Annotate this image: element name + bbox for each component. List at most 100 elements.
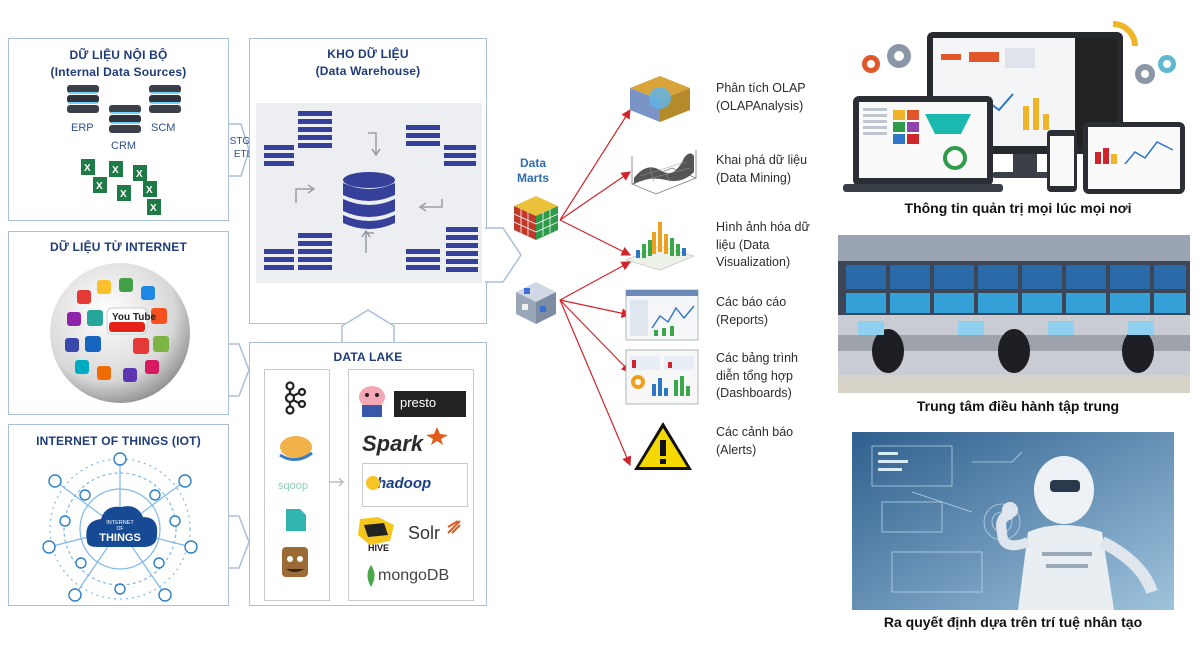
iot-title: INTERNET OF THINGS (IOT) [36, 434, 201, 448]
output-data-mining-line2: (Data Mining) [716, 170, 792, 185]
warehouse-data-blocks [264, 111, 478, 272]
output-dashboards-line3: (Dashboards) [716, 386, 792, 400]
control-center-photo [838, 235, 1190, 393]
kafka-icon [284, 381, 307, 415]
bars-top-left [264, 111, 332, 166]
internal-data-panel: DỮ LIỆU NỘI BỘ (Internal Data Sources) E… [8, 38, 229, 221]
output-dashboards-line2: diễn tổng hợp [716, 368, 794, 383]
svg-text:X: X [84, 163, 91, 174]
data-mart-cube-color-icon [513, 196, 559, 240]
data-mart-cube-gray-icon [516, 282, 556, 324]
crm-label: CRM [111, 140, 137, 152]
lake-flow-arrow [329, 477, 345, 487]
data-lake-panel: DATA LAKE sqoop presto Spark hadoop HIVE… [249, 342, 487, 606]
scm-database-icon [149, 85, 181, 113]
output-dashboards-line1: Các bảng trình [716, 351, 798, 365]
warehouse-lake-connector [341, 309, 395, 344]
data-marts-label: Data Marts [510, 156, 556, 186]
hive-label: HIVE [368, 543, 389, 553]
caption-ai-decision: Ra quyết định dựa trên trí tuệ nhân tạo [883, 614, 1143, 630]
hadoop-logo: hadoop [362, 463, 468, 507]
oozie-icon [282, 547, 308, 577]
output-reports-label: Các báo cáo (Reports) [716, 294, 786, 329]
internal-data-title: DỮ LIỆU NỘI BỘ [69, 48, 168, 62]
internal-data-subtitle: (Internal Data Sources) [50, 65, 187, 79]
output-olap-label: Phân tích OLAP (OLAPAnalysis) [716, 80, 806, 115]
svg-text:X: X [150, 203, 157, 214]
data-mining-surface-icon [630, 150, 698, 195]
data-visualization-3d-icon [625, 222, 695, 271]
presto-logo: presto [394, 391, 466, 417]
internet-data-panel: DỮ LIỆU TỪ INTERNET You Tube [8, 231, 229, 415]
caption-central-operations: Trung tâm điều hành tập trung [916, 398, 1120, 414]
hadoop-elephant-icon [366, 476, 380, 490]
reports-screen-icon [625, 289, 699, 341]
output-visualization-line3: Visualization) [716, 255, 791, 269]
data-warehouse-panel: KHO DỮ LIỆU (Data Warehouse) [249, 38, 487, 324]
spark-logo: Spark [362, 431, 424, 456]
erp-database-icon [67, 85, 99, 113]
svg-text:sqoop: sqoop [278, 480, 308, 492]
stg-label-line2: ETL [233, 149, 253, 160]
output-dashboards-label: Các bảng trình diễn tổng hợp (Dashboards… [716, 350, 798, 403]
erp-label: ERP [71, 122, 94, 134]
output-data-mining-line1: Khai phá dữ liệu [716, 153, 808, 167]
file-icon [286, 509, 306, 531]
scm-label: SCM [151, 122, 176, 134]
presto-label: presto [400, 395, 437, 410]
iot-panel: INTERNET OF THINGS (IOT) INTERNET OF THI… [8, 424, 229, 606]
output-visualization-label: Hình ảnh hóa dữ liệu (Data Visualization… [716, 219, 810, 272]
crm-database-icon [109, 105, 141, 133]
output-data-mining-label: Khai phá dữ liệu (Data Mining) [716, 152, 807, 187]
data-marts-label-line2: Marts [516, 171, 549, 185]
olap-cube-icon [630, 76, 690, 122]
internet-apps-globe-icon: You Tube [50, 263, 190, 403]
output-olap-line2: (OLAPAnalysis) [716, 98, 804, 113]
output-visualization-line1: Hình ảnh hóa dữ [716, 220, 810, 234]
bars-bottom-right [406, 227, 478, 272]
output-alerts-line1: Các cảnh báo [716, 425, 794, 439]
lake-ingest-column [264, 369, 330, 601]
output-visualization-line2: liệu (Data [716, 237, 770, 252]
output-olap-line1: Phân tích OLAP [716, 81, 806, 95]
internet-data-title: DỮ LIỆU TỪ INTERNET [49, 240, 188, 254]
central-database-icon [343, 172, 395, 229]
iot-network-icon: INTERNET OF THINGS [42, 452, 198, 602]
stg-label-line1: STG - [229, 136, 257, 147]
dashboards-screen-icon [625, 349, 699, 405]
output-arrows [559, 108, 632, 467]
to-data-marts-connector [485, 227, 522, 283]
solr-sun-icon [447, 520, 461, 534]
iot-cloud-line2: OF [117, 526, 124, 532]
mongodb-leaf-icon [367, 565, 375, 587]
bars-bottom-left [264, 233, 332, 270]
pig-icon [359, 386, 385, 417]
iot-cloud-line1: INTERNET [106, 520, 134, 526]
devices-dashboard-illustration [843, 21, 1185, 194]
bars-top-right [406, 125, 476, 166]
flume-icon [279, 436, 313, 461]
lake-tools-column [348, 369, 474, 601]
svg-text:X: X [112, 165, 119, 176]
alert-warning-icon [634, 422, 692, 470]
mongodb-logo: mongoDB [378, 567, 450, 584]
caption-management-anywhere: Thông tin quản trị mọi lúc mọi nơi [904, 200, 1132, 216]
svg-text:X: X [96, 181, 103, 192]
data-warehouse-subtitle: (Data Warehouse) [315, 64, 421, 78]
data-marts-label-line1: Data [519, 156, 546, 170]
spark-star-icon [426, 427, 448, 445]
hadoop-label: hadoop [377, 475, 432, 492]
sources-to-lake-connector [229, 343, 250, 569]
data-lake-title: DATA LAKE [333, 350, 403, 364]
hive-icon: HIVE [358, 517, 394, 553]
iot-cloud-line3: THINGS [99, 532, 141, 544]
output-reports-line1: Các báo cáo [716, 295, 787, 309]
ai-robot-photo [852, 432, 1174, 610]
output-alerts-label: Các cảnh báo (Alerts) [716, 424, 793, 459]
youtube-logo-text: You Tube [112, 312, 157, 323]
stg-etl-label: STG - ETL [228, 135, 258, 161]
output-alerts-line2: (Alerts) [716, 442, 757, 457]
svg-text:X: X [120, 189, 127, 200]
data-warehouse-title: KHO DỮ LIỆU [327, 47, 409, 61]
